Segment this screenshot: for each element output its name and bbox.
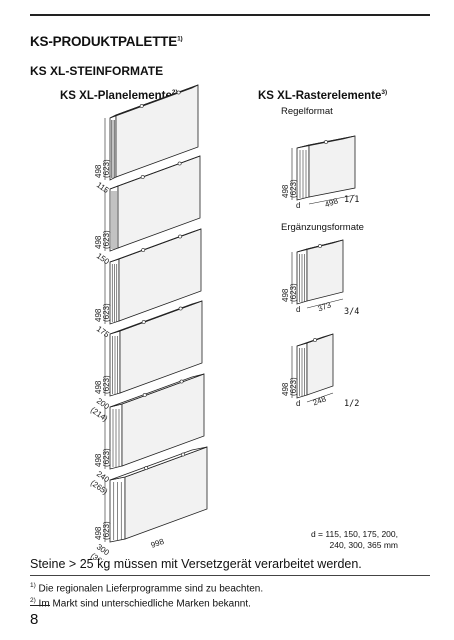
raster-element-side-face <box>308 135 356 198</box>
plane-element-grip-hole <box>144 466 149 470</box>
height-dimension-alt-label: (623) <box>289 283 298 302</box>
raster-element-grip-hole <box>313 338 317 342</box>
plane-element-3: 498(623)175 <box>94 228 202 340</box>
raster-element-side-face <box>306 239 344 302</box>
plane-element-grip-hole <box>142 393 147 397</box>
plane-element-grip-hole <box>141 320 146 324</box>
height-dimension-label: 498 <box>281 288 290 302</box>
length-dimension-line <box>306 392 334 403</box>
plane-element-grip-hole <box>139 104 144 108</box>
footnote-2: 2) Im Markt sind unterschiedliche Marken… <box>30 597 251 610</box>
plane-element-grip-hole <box>140 175 145 179</box>
top-rule <box>30 14 430 16</box>
length-dimension-line <box>306 298 344 309</box>
height-dimension-alt-label: (623) <box>102 521 111 540</box>
height-dimension-alt-label: (623) <box>289 179 298 198</box>
height-dimension-label: 498 <box>281 184 290 198</box>
height-dimension-label: 498 <box>94 526 103 540</box>
height-dimension-alt-label: (623) <box>289 377 298 396</box>
depth-dimension-label: d <box>296 305 300 314</box>
footnote-1: 1) Die regionalen Lieferprogramme sind z… <box>30 582 264 595</box>
height-dimension-label: 498 <box>94 235 103 249</box>
plane-element-4: 498(623)200(214) <box>89 300 203 424</box>
width-dimension-label: 175 <box>95 324 112 339</box>
plane-element-2: 498(623)150 <box>94 155 201 267</box>
raster-element-side-face <box>306 333 334 396</box>
plane-element-grip-hole <box>179 379 184 384</box>
plane-element-top-face <box>109 155 201 190</box>
ratio-label-3: 1/2 <box>344 399 360 409</box>
thickness-note: d = 115, 150, 175, 200, 240, 300, 365 mm <box>310 529 398 550</box>
height-dimension-label: 498 <box>94 453 103 467</box>
length-dimension-label: 248 <box>312 394 328 407</box>
height-dimension-alt-label: (623) <box>102 375 111 394</box>
plane-element-grip-hole <box>178 234 183 239</box>
plane-element-grip-hole <box>141 248 146 252</box>
plane-element-grip-hole <box>178 306 183 311</box>
plane-element-6: 498(623)300(365)998 <box>89 446 208 560</box>
weight-rule-text: Steine > 25 kg müssen mit Versetzgerät v… <box>30 557 362 571</box>
page-number: 8 <box>30 611 39 628</box>
raster-element-3: 498(623) d 248 <box>281 333 334 408</box>
height-dimension-alt-label: (623) <box>102 448 111 467</box>
height-dimension-alt-label: (623) <box>102 159 111 178</box>
footnote-divider <box>30 575 430 576</box>
plane-element-top-face <box>109 84 199 119</box>
height-dimension-label: 498 <box>94 380 103 394</box>
plane-element-grip-hole <box>177 161 182 166</box>
height-dimension-label: 498 <box>281 382 290 396</box>
raster-elements-heading: KS XL-Rasterelemente3) <box>258 89 388 102</box>
height-dimension-label: 498 <box>94 308 103 322</box>
width-dimension-label: 115 <box>95 180 111 195</box>
page-title: KS-PRODUKTPALETTE1) <box>30 34 183 49</box>
length-dimension-line <box>308 194 356 205</box>
depth-dimension-label: d <box>296 399 300 408</box>
block-formats-figure: 498(623)115498(623)150498(623)175498(623… <box>89 84 356 560</box>
regular-format-label: Regelformat <box>281 106 333 117</box>
plane-element-top-face <box>109 228 202 263</box>
plane-element-1: 498(623) 115 <box>94 84 199 195</box>
ratio-label-1: 1/1 <box>344 195 360 205</box>
width-dimension-alt-label: (365) <box>89 551 110 560</box>
length-dimension-label: 998 <box>150 537 166 550</box>
height-dimension-alt-label: (623) <box>102 230 111 249</box>
length-dimension-label: 498 <box>324 196 340 209</box>
width-dimension-label: 150 <box>95 251 112 266</box>
ratio-label-2: 3/4 <box>344 307 360 317</box>
raster-element-2: 498(623) d 373 <box>281 239 344 314</box>
height-dimension-label: 498 <box>94 164 103 178</box>
page-number-rule <box>30 605 50 606</box>
plane-element-grip-hole <box>181 452 186 457</box>
plane-elements-heading: KS XL-Planelemente2) <box>60 89 178 102</box>
length-dimension-label: 373 <box>317 300 333 313</box>
section-title: KS XL-STEINFORMATE <box>30 64 164 78</box>
plane-elements-drawing: 498(623)115498(623)150498(623)175498(623… <box>89 84 208 560</box>
plane-element-5: 498(623)240(265) <box>89 373 205 497</box>
plane-element-grip-hole <box>176 90 181 95</box>
raster-element-grip-hole <box>324 140 328 144</box>
depth-dimension-label: d <box>296 201 300 210</box>
supplementary-formats-label: Ergänzungsformate <box>281 222 364 233</box>
height-dimension-alt-label: (623) <box>102 303 111 322</box>
raster-element-grip-hole <box>318 244 322 248</box>
